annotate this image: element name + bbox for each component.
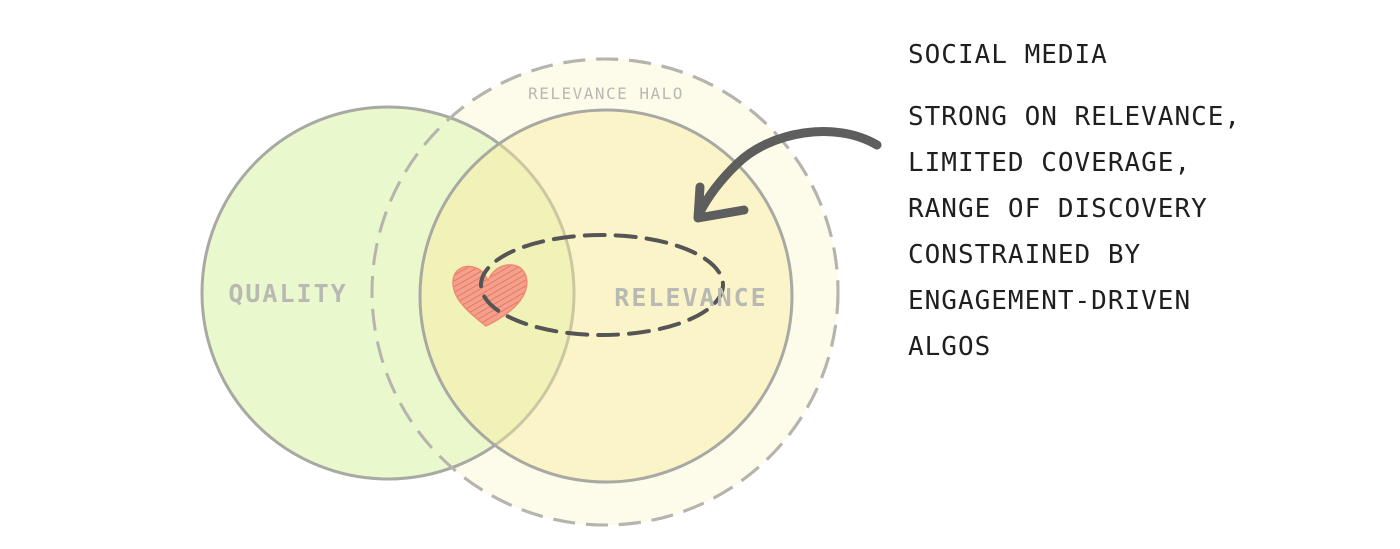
quality-circle — [200, 105, 576, 481]
relevance-halo-outline — [370, 57, 840, 527]
heart-icon — [452, 264, 528, 327]
social-media-ellipse — [479, 233, 725, 337]
relevance-label: RELEVANCE — [614, 283, 767, 312]
annotation-body: STRONG ON RELEVANCE, LIMITED COVERAGE, R… — [908, 102, 1242, 362]
annotation-title: SOCIAL MEDIA — [908, 40, 1108, 70]
relevance-halo-label: RELEVANCE HALO — [528, 84, 684, 103]
curved-arrow-icon — [693, 127, 882, 223]
annotation-block: SOCIAL MEDIA STRONG ON RELEVANCE, LIMITE… — [908, 36, 1378, 370]
quality-label: QUALITY — [228, 279, 347, 308]
